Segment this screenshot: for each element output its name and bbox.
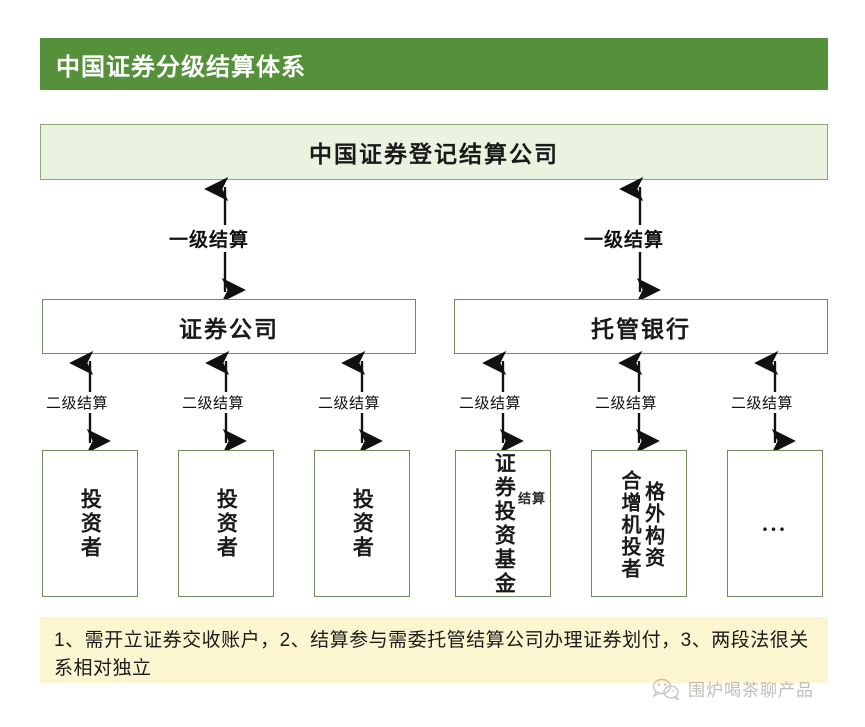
edge-label-level2-4: 二级结算	[456, 392, 525, 413]
edge-label-level1-right: 一级结算	[581, 225, 668, 252]
node-label: 托管银行	[591, 316, 691, 342]
node-label-column-b: 格外构资	[641, 480, 664, 569]
node-label-ghost: 结算	[517, 491, 546, 506]
edge-label-level2-1: 二级结算	[43, 392, 112, 413]
node-label-column-a: 合增机投者	[618, 469, 640, 580]
edge-label-level2-6: 二级结算	[728, 392, 797, 413]
node-securities-firm: 证券公司	[42, 299, 416, 354]
node-label: 中国证券登记结算公司	[309, 142, 559, 167]
edge-label-level1-left: 一级结算	[166, 225, 253, 252]
two-column-text-group: 合增机投者 格外构资	[592, 451, 688, 598]
node-investor-1: 投资者	[42, 450, 138, 597]
watermark-text: 围炉喝茶聊产品	[688, 681, 814, 700]
node-china-securities-depository: 中国证券登记结算公司	[40, 124, 828, 180]
node-label: 投资者	[214, 487, 239, 560]
footer-note-text: 1、需开立证券交收账户，2、结算参与需委托管结算公司办理证券划付，3、两段法很关…	[54, 630, 809, 679]
edge-label-level2-5: 二级结算	[592, 392, 661, 413]
page-title: 中国证券分级结算体系	[56, 54, 306, 81]
node-investor-3: 投资者	[314, 450, 410, 597]
node-label: ...	[762, 510, 788, 536]
node-investor-2: 投资者	[178, 450, 274, 597]
node-label: 证券公司	[179, 316, 279, 342]
page-title-banner: 中国证券分级结算体系	[40, 38, 828, 90]
edge-label-level2-2: 二级结算	[179, 392, 248, 413]
overlapping-text-group: 证券投资基金 结算	[456, 450, 550, 597]
node-label: 投资者	[78, 487, 103, 560]
node-custodian-bank: 托管银行	[454, 299, 828, 354]
edge-label-level2-3: 二级结算	[315, 392, 384, 413]
footer-note: 1、需开立证券交收账户，2、结算参与需委托管结算公司办理证券划付，3、两段法很关…	[40, 617, 828, 683]
watermark: 围炉喝茶聊产品	[652, 676, 814, 701]
node-ellipsis-more: ...	[727, 450, 823, 597]
node-label: 证券投资基金	[492, 451, 517, 596]
node-qualified-foreign-institutional-investor: 合增机投者 格外构资	[591, 450, 687, 597]
node-label: 投资者	[350, 487, 375, 560]
wechat-icon	[652, 678, 680, 700]
node-label-main: 证券投资基金	[456, 450, 552, 597]
node-securities-investment-fund: 证券投资基金 结算	[455, 450, 551, 597]
